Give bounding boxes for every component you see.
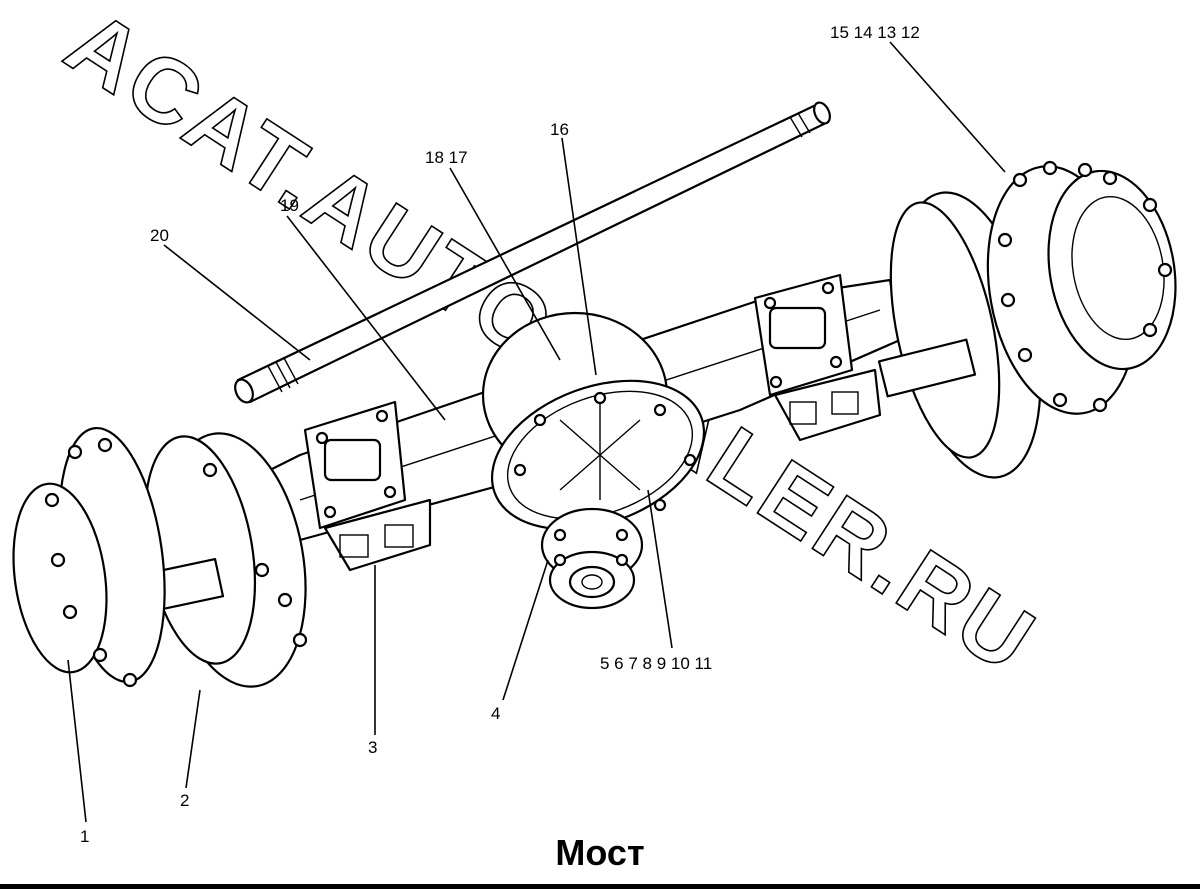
bottom-rule	[0, 884, 1200, 889]
left-brake-drum	[125, 432, 308, 688]
left-hub	[12, 426, 166, 688]
leader-lines	[67, 41, 1006, 823]
callout-5-11: 5 6 7 8 9 10 11	[600, 654, 712, 673]
right-hub	[986, 160, 1177, 415]
callout-20: 20	[150, 226, 169, 245]
callout-19: 19	[280, 196, 299, 215]
left-mounting-pad	[303, 400, 432, 572]
axle-shaft	[234, 101, 831, 404]
right-mounting-pad	[753, 273, 882, 442]
callout-4: 4	[491, 704, 500, 723]
input-flange	[540, 507, 644, 610]
callout-1: 1	[80, 827, 89, 846]
callout-16: 16	[550, 120, 569, 139]
callout-12-15: 15 14 13 12	[830, 23, 920, 42]
callout-2: 2	[180, 791, 189, 810]
diagram-title: Мост	[555, 832, 645, 873]
callout-3: 3	[368, 738, 377, 757]
callout-17-18: 18 17	[425, 148, 468, 167]
